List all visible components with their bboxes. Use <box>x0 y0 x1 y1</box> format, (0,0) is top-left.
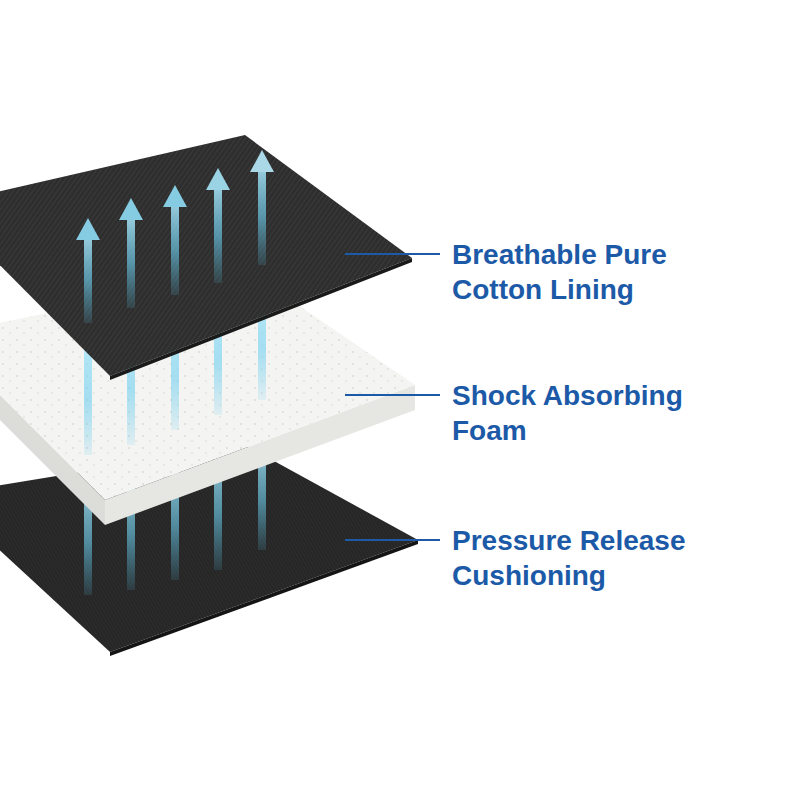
lining-sheet <box>0 135 412 380</box>
airflow-bar <box>258 170 266 265</box>
airflow-head <box>250 150 274 172</box>
leader-line <box>345 539 440 541</box>
lining-edge <box>110 258 412 380</box>
airflow-bar <box>214 188 222 283</box>
layer-label: Breathable Pure Cotton Lining <box>452 237 752 307</box>
cushion-edge <box>110 540 418 656</box>
airflow-upper <box>76 150 274 323</box>
airflow-bar <box>171 205 179 295</box>
leader-line <box>345 394 440 396</box>
airflow-bar <box>84 238 92 323</box>
airflow-head <box>163 185 187 207</box>
leader-lines <box>345 254 440 540</box>
airflow-bar <box>84 345 92 455</box>
airflow-bar <box>127 218 135 308</box>
airflow-head <box>119 198 143 220</box>
leader-line <box>345 253 440 255</box>
layer-label: Pressure Release Cushioning <box>452 523 752 593</box>
airflow-head <box>206 168 230 190</box>
layer-label: Shock Absorbing Foam <box>452 378 752 448</box>
airflow-head <box>76 218 100 240</box>
